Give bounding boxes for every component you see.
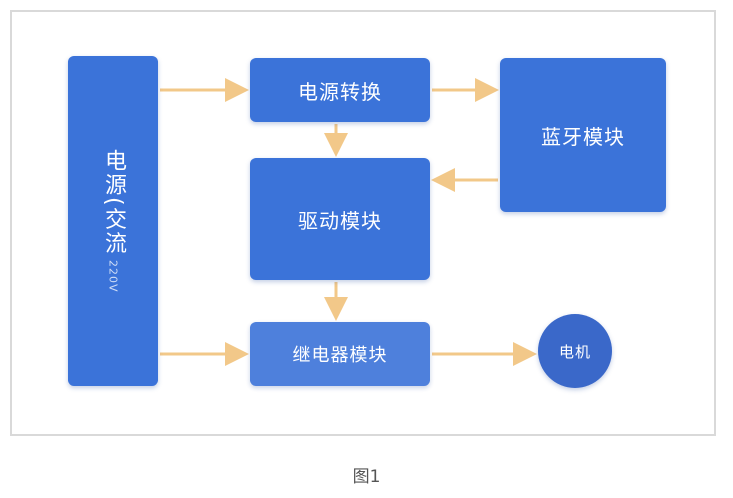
bluetooth-module-block: 蓝牙模块	[500, 58, 666, 212]
power-convert-label: 电源转换	[298, 79, 382, 104]
power-source-block: 电源(交流 220V	[68, 56, 158, 386]
relay-module-block: 继电器模块	[250, 322, 430, 386]
power-source-voltage-label: 220V	[106, 260, 120, 293]
motor-label: 电机	[558, 342, 591, 361]
figure-caption: 图1	[352, 467, 381, 487]
power-source-label: 电源(交流	[101, 149, 126, 257]
power-convert-block: 电源转换	[250, 58, 430, 122]
bluetooth-module-label: 蓝牙模块	[541, 124, 625, 149]
relay-module-label: 继电器模块	[292, 345, 388, 366]
driver-module-label: 驱动模块	[298, 208, 382, 233]
driver-module-block: 驱动模块	[250, 158, 430, 280]
motor-block: 电机	[538, 314, 612, 388]
